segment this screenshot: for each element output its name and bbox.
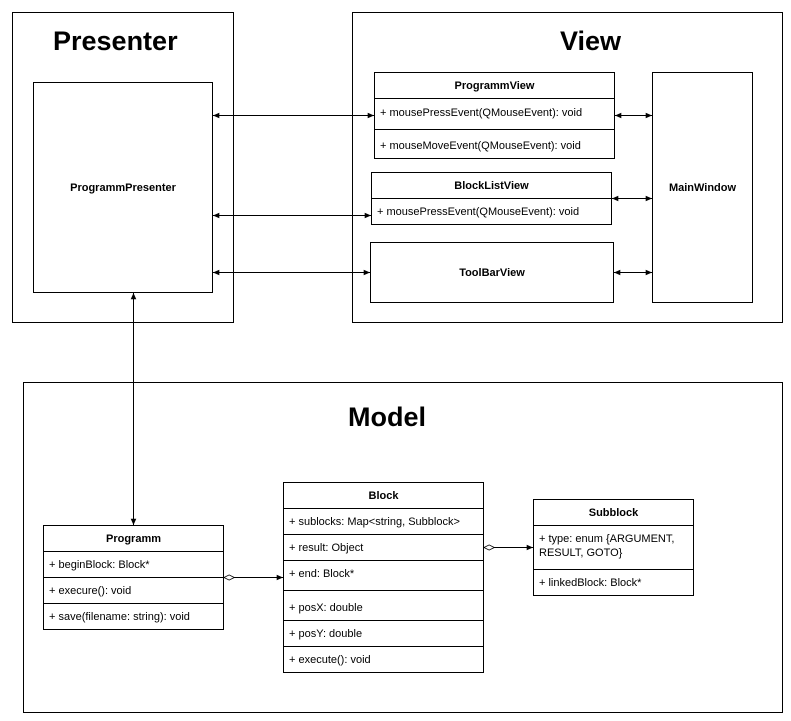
toolbar-view-box[interactable]: ToolBarView <box>370 242 614 303</box>
blocklist-view-method: + mousePressEvent(QMouseEvent): void <box>377 206 580 218</box>
block-field: + end: Block* <box>289 568 355 580</box>
programm-view-class[interactable]: ProgrammView + mousePressEvent(QMouseEve… <box>374 72 615 159</box>
blocklist-view-class[interactable]: BlockListView + mousePressEvent(QMouseEv… <box>371 172 612 225</box>
blocklist-view-name: BlockListView <box>372 173 611 199</box>
block-field: + sublocks: Map<string, Subblock> <box>289 516 460 528</box>
programm-field: + beginBlock: Block* <box>49 559 150 571</box>
block-separator <box>284 590 483 591</box>
subblock-class[interactable]: Subblock + type: enum {ARGUMENT, RESULT,… <box>533 499 694 596</box>
programm-separator <box>44 577 223 578</box>
view-title: View <box>560 26 622 56</box>
programm-method: + execure(): void <box>49 585 132 597</box>
block-separator <box>284 534 483 535</box>
main-window-label: MainWindow <box>668 181 737 194</box>
block-separator <box>284 646 483 647</box>
subblock-field: RESULT, GOTO} <box>539 547 623 559</box>
toolbar-view-label: ToolBarView <box>459 266 525 279</box>
block-method: + execute(): void <box>289 654 371 666</box>
programm-name: Programm <box>44 526 223 552</box>
block-field: + posY: double <box>289 628 363 640</box>
programm-view-separator <box>375 129 614 130</box>
block-separator <box>284 560 483 561</box>
block-class[interactable]: Block + sublocks: Map<string, Subblock> … <box>283 482 484 673</box>
programm-view-method: + mousePressEvent(QMouseEvent): void <box>380 107 583 119</box>
block-field: + result: Object <box>289 542 364 554</box>
programm-separator <box>44 603 223 604</box>
programm-presenter-label: ProgrammPresenter <box>70 181 176 194</box>
block-name: Block <box>284 483 483 509</box>
subblock-method: + linkedBlock: Block* <box>539 577 642 589</box>
subblock-field: + type: enum {ARGUMENT, <box>539 533 675 545</box>
programm-method: + save(filename: string): void <box>49 611 190 623</box>
programm-presenter-box[interactable]: ProgrammPresenter <box>33 82 213 293</box>
main-window-box[interactable]: MainWindow <box>652 72 753 303</box>
programm-view-method: + mouseMoveEvent(QMouseEvent): void <box>380 140 581 152</box>
presenter-title: Presenter <box>53 26 178 56</box>
model-title: Model <box>348 402 426 432</box>
block-separator <box>284 620 483 621</box>
programm-view-name: ProgrammView <box>375 73 614 99</box>
subblock-separator <box>534 569 693 570</box>
programm-class[interactable]: Programm + beginBlock: Block* + execure(… <box>43 525 224 630</box>
subblock-name: Subblock <box>534 500 693 526</box>
block-field: + posX: double <box>289 602 363 614</box>
